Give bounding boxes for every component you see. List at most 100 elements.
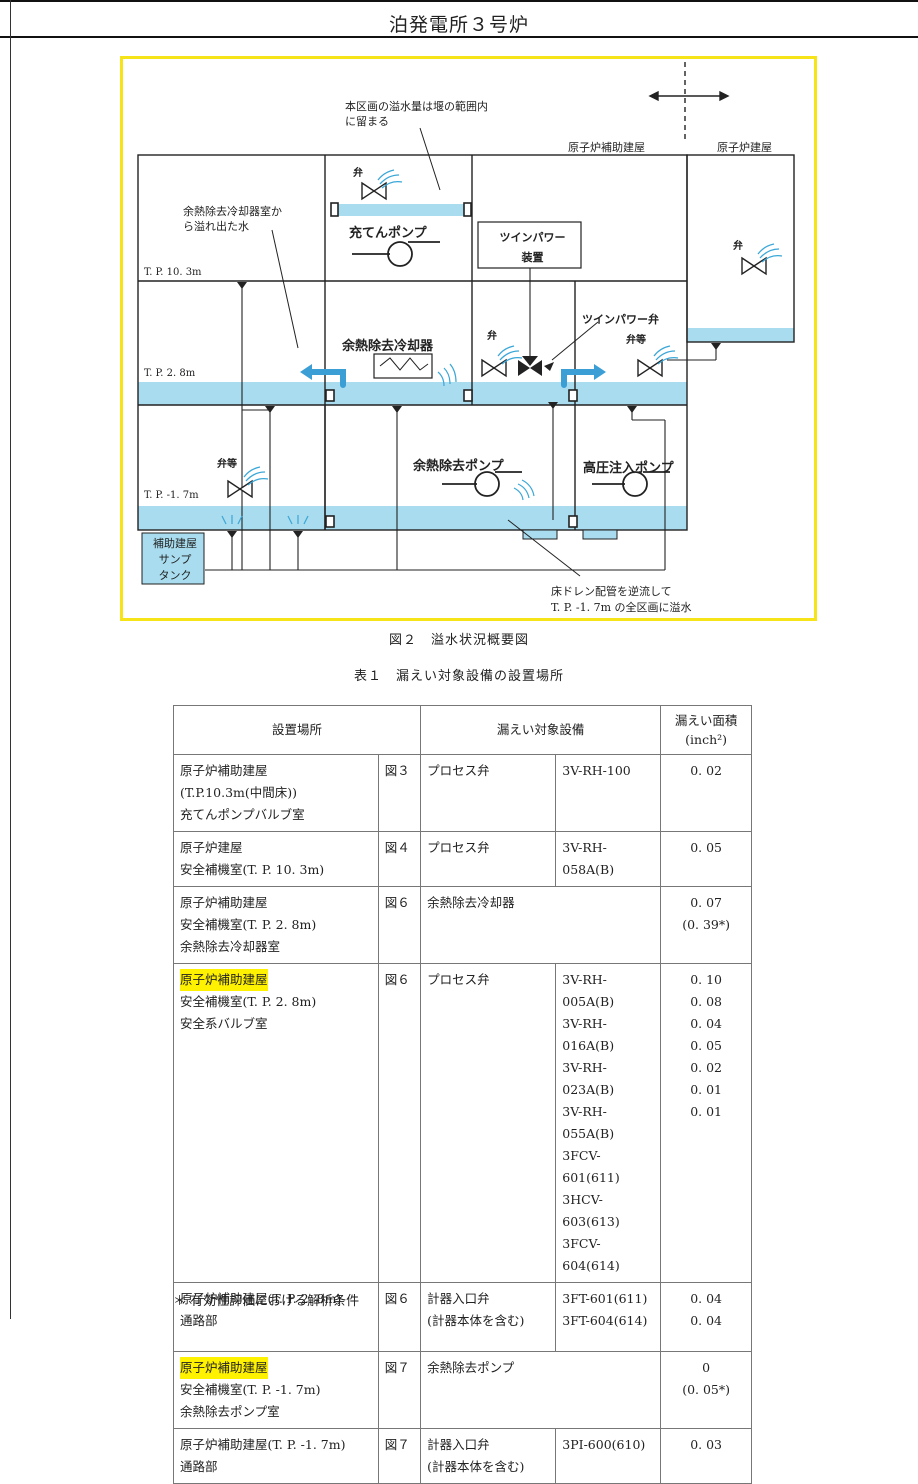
water-band-tp-1.7 (138, 506, 687, 530)
rhr-cooler-label: 余熱除去冷却器 (342, 339, 434, 354)
drain-note-line2: T. P. -1. 7m の全区画に溢水 (551, 601, 692, 614)
equipment-line: (計器本体を含む) (427, 1459, 525, 1474)
equipment-line: 計器入口弁 (427, 1437, 490, 1452)
equipment-tag: 3V-RH-005A(B) (562, 972, 615, 1009)
location-line-highlighted: 原子炉補助建屋 (180, 969, 268, 991)
table-row: 原子炉補助建屋 安全補機室(T. P. 2. 8m) 安全系バルブ室 図６ プロ… (173, 963, 752, 1283)
drain-note: 床ドレン配管を逆流して T. P. -1. 7m の全区画に溢水 (551, 584, 692, 616)
location-line: 安全系バルブ室 (180, 1016, 268, 1031)
overflow-diagram: 本区画の溢水量は堰の範囲内 に留まる 原子炉補助建屋 原子炉建屋 余熱除去冷却器… (120, 56, 817, 621)
location-line: 原子炉補助建屋(T. P. -1. 7m) (180, 1437, 346, 1452)
overflow-note-line2: に留まる (345, 115, 389, 128)
valve-label-twin: 弁 (487, 331, 497, 342)
table-row: 原子炉建屋 安全補機室(T. P. 10. 3m) 図４ プロセス弁 3V-RH… (173, 831, 752, 887)
charging-pump-label: 充てんポンプ (349, 226, 427, 241)
table-row: 原子炉補助建屋 安全補機室(T. P. -1. 7m) 余熱除去ポンプ室 図７ … (173, 1351, 752, 1429)
row-tags: 3FT-601(611) 3FT-604(614) (555, 1282, 662, 1352)
equipment-tag: 3V-RH-055A(B) (562, 1104, 615, 1141)
rhr-water-note: 余熱除去冷却器室か ら溢れ出た水 (183, 204, 282, 234)
row-figure-ref: 図６ (377, 1282, 422, 1352)
equipment-tag: 3FCV-601(611) (562, 1148, 620, 1185)
valve-etc-label-2: 弁等 (217, 459, 237, 470)
location-line: 安全補機室(T. P. 10. 3m) (180, 862, 325, 877)
location-line: 余熱除去ポンプ室 (180, 1404, 280, 1419)
location-line: 安全補機室(T. P. -1. 7m) (180, 1382, 321, 1397)
twin-power-device-line1: ツインパワー (499, 231, 566, 244)
area-value: 0. 05 (690, 840, 722, 855)
row-equipment: 余熱除去冷却器 (420, 886, 662, 964)
drain-note-line1: 床ドレン配管を逆流して (551, 585, 672, 598)
area-value: 0 (702, 1360, 711, 1375)
page-title: 泊発電所３号炉 (388, 14, 529, 36)
table-caption: 表１ 漏えい対象設備の設置場所 (353, 669, 564, 684)
overflow-note-line1: 本区画の溢水量は堰の範囲内 (345, 100, 488, 113)
location-line: 安全補機室(T. P. 2. 8m) (180, 917, 317, 932)
area-value: 0. 01 (690, 1082, 722, 1097)
row-location: 原子炉補助建屋 安全補機室(T. P. -1. 7m) 余熱除去ポンプ室 (173, 1351, 379, 1429)
row-equipment: 計器入口弁 (計器本体を含む) (420, 1282, 557, 1352)
figure-caption: 図２ 溢水状況概要図 (388, 633, 529, 648)
row-figure-ref: 図３ (377, 754, 422, 832)
valve-label-charging: 弁 (353, 168, 363, 179)
area-value: 0. 04 (690, 1016, 722, 1031)
row-equipment: 余熱除去ポンプ (420, 1351, 662, 1429)
row-area: 0. 02 (660, 754, 752, 832)
row-area: 0. 03 (660, 1428, 752, 1484)
row-figure-ref: 図７ (377, 1428, 422, 1484)
area-value: (0. 39*) (682, 917, 730, 932)
row-area: 0. 07 (0. 39*) (660, 886, 752, 964)
header-area-line1: 漏えい面積 (674, 713, 738, 728)
water-band-charging (338, 204, 470, 216)
header-area-line2: (inch²) (685, 732, 728, 747)
area-value: 0. 02 (690, 763, 722, 778)
location-line: 余熱除去冷却器室 (180, 939, 281, 954)
area-value: 0. 03 (690, 1437, 722, 1452)
equipment-tag: 3V-RH-058A(B) (562, 840, 615, 877)
twin-power-device: ツインパワー 装置 (481, 228, 584, 268)
water-band-reactor (688, 328, 794, 342)
reactor-building-label: 原子炉建屋 (717, 141, 772, 154)
table-row: 原子炉補助建屋 安全補機室(T. P. 2. 8m) 余熱除去冷却器室 図６ 余… (173, 886, 752, 964)
table-row: 原子炉補助建屋(T. P. -1. 7m) 通路部 図７ 計器入口弁 (計器本体… (173, 1428, 752, 1484)
equipment-tag: 3HCV-603(613) (562, 1192, 620, 1229)
row-area: 0. 10 0. 08 0. 04 0. 05 0. 02 0. 01 0. 0… (660, 963, 752, 1283)
location-line: 安全補機室(T. P. 2. 8m) (180, 994, 317, 1009)
page-header: 泊発電所３号炉 (0, 0, 918, 38)
equipment-line: (計器本体を含む) (427, 1313, 525, 1328)
twin-power-valve-label: ツインパワー弁 (582, 313, 659, 326)
reactor-building-outline (686, 154, 795, 343)
row-figure-ref: 図７ (377, 1351, 422, 1429)
equipment-tag: 3PI-600(610) (562, 1437, 646, 1452)
equipment-tag: 3V-RH-023A(B) (562, 1060, 615, 1097)
table-row: 原子炉補助建屋 (T.P.10.3m(中間床)) 充てんポンプバルブ室 図３ プ… (173, 754, 752, 832)
row-figure-ref: 図６ (377, 963, 422, 1283)
row-location: 原子炉建屋 安全補機室(T. P. 10. 3m) (173, 831, 379, 887)
row-equipment: プロセス弁 (420, 754, 557, 832)
location-line-highlighted: 原子炉補助建屋 (180, 1357, 268, 1379)
valve-label-reactor: 弁 (733, 241, 743, 252)
area-value: 0. 10 (690, 972, 722, 987)
location-line: 通路部 (180, 1313, 218, 1328)
equipment-tag: 3FT-604(614) (562, 1313, 648, 1328)
table-header-row: 設置場所 漏えい対象設備 漏えい面積 (inch²) (172, 705, 752, 755)
location-line: (T.P.10.3m(中間床)) (180, 785, 298, 800)
level-label-minus-1.7: T. P. -1. 7m (144, 490, 199, 501)
equipment-tag: 3FCV-604(614) (562, 1236, 620, 1273)
rhr-water-line2: ら溢れ出た水 (183, 220, 249, 233)
row-tags: 3V-RH-100 (555, 754, 662, 832)
location-line: 通路部 (180, 1459, 218, 1474)
sump-tank-label: 補助建屋 サンプ タンク (145, 536, 205, 584)
location-line: 充てんポンプバルブ室 (180, 807, 305, 822)
row-figure-ref: 図４ (377, 831, 422, 887)
level-label-10.3: T. P. 10. 3m (144, 267, 202, 278)
twin-power-device-line2: 装置 (521, 251, 544, 264)
row-area: 0. 04 0. 04 (660, 1282, 752, 1352)
header-area: 漏えい面積 (inch²) (660, 705, 752, 755)
row-location: 原子炉補助建屋 安全補機室(T. P. 2. 8m) 安全系バルブ室 (173, 963, 379, 1283)
water-band-tp2.8 (138, 382, 687, 405)
margin-rule-top (10, 0, 11, 38)
location-line: 原子炉補助建屋 (180, 763, 268, 778)
row-location: 原子炉補助建屋 安全補機室(T. P. 2. 8m) 余熱除去冷却器室 (173, 886, 379, 964)
area-value: 0. 01 (690, 1104, 722, 1119)
area-value: 0. 04 (690, 1313, 722, 1328)
